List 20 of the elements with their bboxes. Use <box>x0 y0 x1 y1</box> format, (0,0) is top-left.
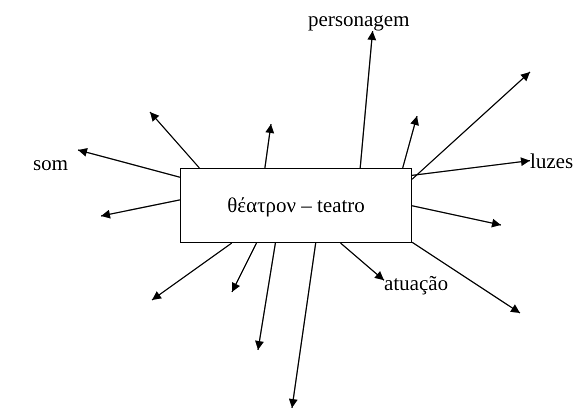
concept-label: atuação <box>384 272 448 296</box>
arrow <box>264 124 274 168</box>
concept-label: som <box>33 152 68 176</box>
arrow <box>231 242 258 292</box>
concept-box: θέατρον – teatro <box>180 168 412 243</box>
arrow <box>288 242 316 408</box>
arrow <box>412 242 520 314</box>
arrow <box>150 112 200 168</box>
arrow <box>152 242 232 301</box>
arrow <box>255 242 276 350</box>
concept-label: personagem <box>308 8 410 32</box>
arrow <box>402 116 419 168</box>
arrow <box>360 30 376 168</box>
arrow <box>78 148 180 178</box>
arrow <box>412 72 530 180</box>
arrow <box>340 242 384 281</box>
arrow <box>100 199 180 219</box>
arrow <box>412 205 502 228</box>
arrow <box>412 157 530 176</box>
concept-label: luzes <box>530 150 574 174</box>
